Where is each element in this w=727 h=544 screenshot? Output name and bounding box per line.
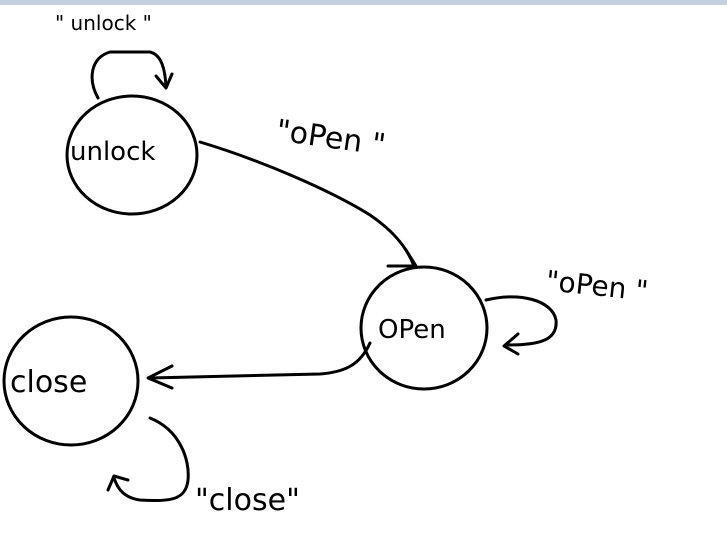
window-top-bar <box>0 0 727 5</box>
transition-label: "close" <box>195 483 300 518</box>
transition-label: " unlock " <box>55 11 152 35</box>
state-close-label: close <box>10 365 87 400</box>
state-unlock-label: unlock <box>70 137 155 167</box>
arrowhead-icon <box>106 474 130 492</box>
transition-open-self: "oPen " <box>484 264 650 356</box>
transition-unlock-self: " unlock " <box>55 11 174 100</box>
arrowhead-icon <box>146 364 174 390</box>
state-unlock: unlock <box>65 94 199 216</box>
state-unlock-circle <box>65 94 199 216</box>
transition-label: "oPen " <box>274 113 388 163</box>
arrowhead-icon <box>386 248 418 268</box>
arrow-line <box>484 295 558 347</box>
transition-label: "oPen " <box>544 264 650 308</box>
arrow-line <box>148 341 372 380</box>
state-open: OPen <box>359 265 489 391</box>
state-open-label: OPen <box>378 315 446 345</box>
transition-close-self: "close" <box>106 416 300 518</box>
state-close-circle <box>2 315 140 447</box>
arrow-line <box>112 416 190 503</box>
arrow-line <box>198 140 416 268</box>
arrowhead-icon <box>502 332 520 356</box>
state-close: close <box>2 315 140 447</box>
state-open-circle <box>359 265 489 391</box>
transition-unlock-open: "oPen " <box>198 113 418 268</box>
arrowhead-icon <box>154 72 174 90</box>
transition-open-close <box>146 341 372 390</box>
arrow-line <box>90 50 168 100</box>
